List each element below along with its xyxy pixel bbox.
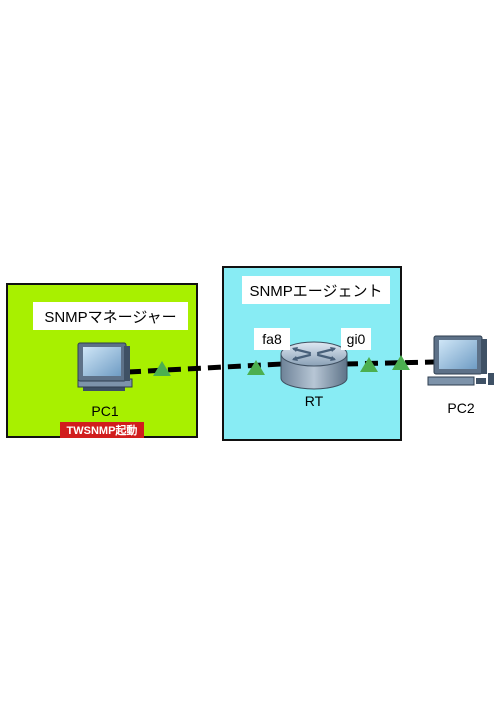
router-label: RT <box>304 393 324 409</box>
link-up-triangle-icon <box>247 360 265 375</box>
router-port-fa8-label: fa8 <box>254 328 290 350</box>
link-up-triangle-icon <box>153 361 171 376</box>
twsnmp-launch-badge: TWSNMP起動 <box>60 422 144 438</box>
pc2-computer-icon[interactable] <box>427 335 494 386</box>
link-up-triangle-icon <box>392 355 410 370</box>
link-rt-pc2 <box>344 359 435 367</box>
pc1-computer-icon[interactable] <box>77 342 133 391</box>
snmp-agent-label: SNMPエージェント <box>242 276 390 304</box>
router-port-gi0-label: gi0 <box>341 328 371 350</box>
snmp-manager-label: SNMPマネージャー <box>33 302 188 330</box>
pc2-label: PC2 <box>447 400 475 416</box>
pc1-label: PC1 <box>91 403 119 419</box>
router-icon[interactable] <box>280 341 348 390</box>
link-up-triangle-icon <box>360 357 378 372</box>
